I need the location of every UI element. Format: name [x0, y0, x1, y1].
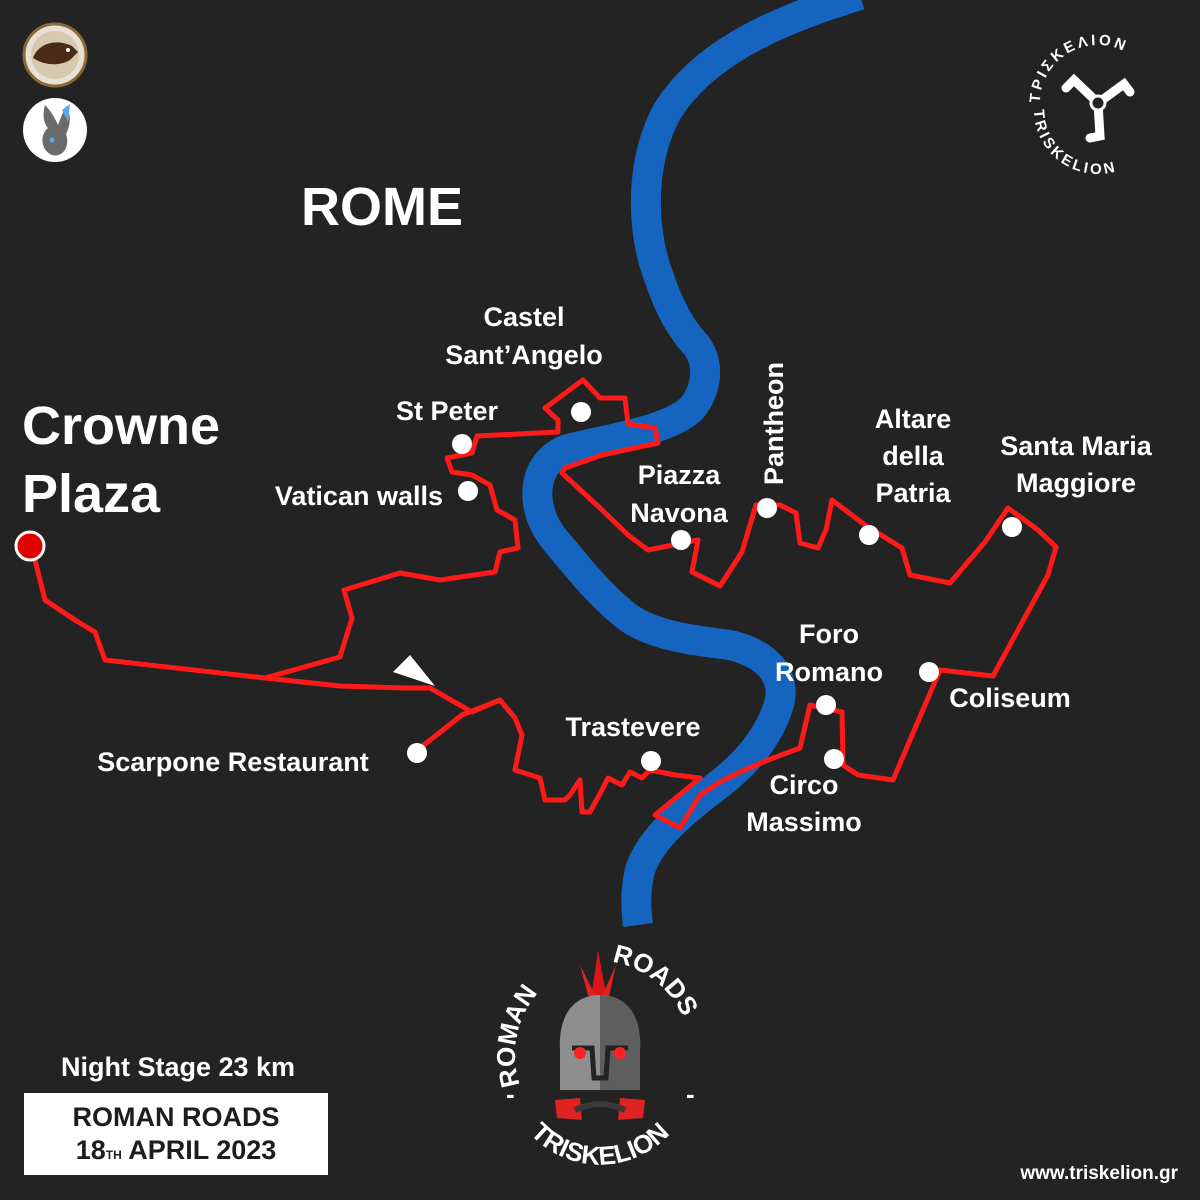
marker-st-peter: [452, 434, 472, 454]
logo-arc-bottom: TRISKELION: [526, 1116, 675, 1171]
label-altare-1: Altare: [875, 404, 952, 434]
event-date-rest: APRIL 2023: [128, 1135, 277, 1165]
route-spur: [413, 697, 501, 754]
marker-castel: [571, 402, 591, 422]
event-date-day: 18: [75, 1135, 106, 1165]
event-name: ROMAN ROADS: [72, 1102, 280, 1132]
label-santa-maria-2: Maggiore: [1016, 468, 1136, 498]
landmark-markers: [407, 402, 1022, 771]
label-circo-1: Circo: [769, 770, 838, 800]
label-altare-3: Patria: [875, 478, 951, 508]
boar-badge-icon: [22, 22, 88, 88]
website-link[interactable]: www.triskelion.gr: [1020, 1163, 1178, 1184]
label-piazza-1: Piazza: [638, 460, 722, 490]
logo-dash-right: -: [686, 1079, 695, 1109]
triskelion-arc-bottom: TRISKELION: [1030, 109, 1119, 178]
label-vatican: Vatican walls: [275, 481, 443, 511]
label-santa-maria-1: Santa Maria: [1000, 431, 1153, 461]
stage-info: Night Stage 23 km: [60, 1052, 296, 1082]
event-date: 18TH APRIL 2023: [24, 1134, 328, 1172]
label-scarpone: Scarpone Restaurant: [97, 747, 369, 777]
marker-coliseum: [919, 662, 939, 682]
marker-scarpone: [407, 743, 427, 763]
marker-vatican: [458, 481, 478, 501]
label-castel-2: Sant’Angelo: [445, 340, 603, 370]
label-altare-2: della: [882, 441, 945, 471]
label-pantheon: Pantheon: [759, 362, 789, 485]
triskelion-logo-icon: ΤΡΙΣΚΕΛΙΟΝ TRISKELION: [1027, 32, 1135, 178]
roman-roads-logo-icon: ROMAN ROADS TRISKELION - -: [491, 938, 705, 1171]
label-castel-1: Castel: [483, 302, 564, 332]
label-trastevere: Trastevere: [565, 712, 700, 742]
label-piazza-2: Navona: [630, 498, 729, 528]
marker-piazza: [671, 530, 691, 550]
label-st-peter: St Peter: [396, 396, 499, 426]
city-title: ROME: [301, 177, 463, 237]
start-label-line1: Crowne: [22, 396, 220, 456]
marker-foro: [816, 695, 836, 715]
marker-pantheon: [757, 498, 777, 518]
marker-santa-maria: [1002, 517, 1022, 537]
marker-circo: [824, 749, 844, 769]
label-foro-2: Romano: [775, 657, 883, 687]
route-line: [29, 377, 1059, 831]
logo-dash-left: -: [506, 1079, 515, 1109]
label-circo-2: Massimo: [746, 807, 862, 837]
marker-trastevere: [641, 751, 661, 771]
label-foro-1: Foro: [799, 619, 859, 649]
event-box: ROMAN ROADS 18TH APRIL 2023: [24, 1093, 328, 1175]
logo-arc-left: ROMAN: [491, 979, 543, 1091]
direction-arrow-icon: [393, 655, 435, 686]
event-date-suffix: TH: [105, 1148, 122, 1162]
marker-altare: [859, 525, 879, 545]
start-marker: [14, 530, 46, 562]
rabbit-badge-icon: [23, 98, 87, 162]
label-coliseum: Coliseum: [949, 683, 1071, 713]
start-label-line2: Plaza: [22, 464, 161, 524]
